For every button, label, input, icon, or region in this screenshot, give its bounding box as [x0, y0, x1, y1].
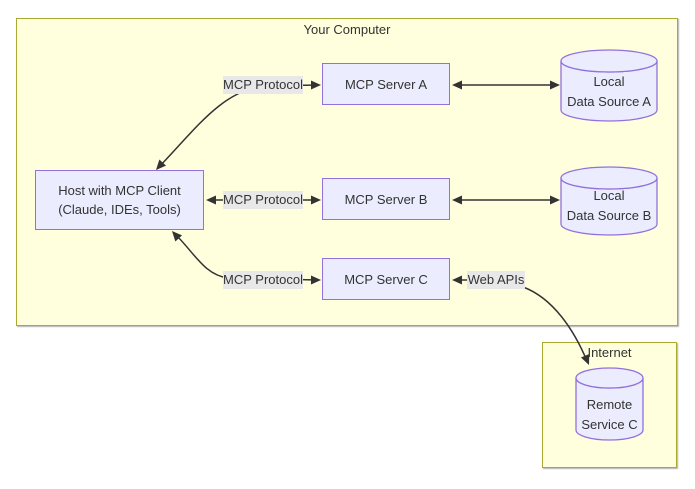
- edge-label-mcp-protocol-a: MCP Protocol: [223, 76, 303, 94]
- node-remote-service-c-line1: Remote: [586, 397, 633, 412]
- node-data-source-a-label: Local Data Source A: [561, 72, 657, 112]
- node-host-line2: (Claude, IDEs, Tools): [58, 202, 181, 217]
- node-server-c-label: MCP Server C: [344, 271, 428, 287]
- node-remote-service-c-line2: Service C: [581, 417, 638, 432]
- node-server-a: MCP Server A: [322, 63, 450, 105]
- edge-label-mcp-protocol-b: MCP Protocol: [223, 191, 303, 209]
- node-host: Host with MCP Client (Claude, IDEs, Tool…: [35, 170, 204, 230]
- node-server-c: MCP Server C: [322, 258, 450, 300]
- node-server-b: MCP Server B: [322, 178, 450, 220]
- edge-label-web-apis: Web APIs: [467, 271, 525, 289]
- edge-label-mcp-protocol-c: MCP Protocol: [223, 271, 303, 289]
- node-server-a-label: MCP Server A: [344, 76, 428, 92]
- node-data-source-b-line1: Local: [593, 188, 625, 203]
- node-data-source-a-line1: Local: [593, 74, 625, 89]
- cluster-title-internet: Internet: [587, 345, 632, 360]
- node-host-line1: Host with MCP Client: [58, 183, 181, 198]
- cluster-title-your-computer: Your Computer: [303, 22, 391, 37]
- node-server-b-label: MCP Server B: [344, 191, 428, 207]
- node-data-source-b-line2: Data Source B: [566, 208, 652, 223]
- node-remote-service-c-label: Remote Service C: [567, 395, 652, 435]
- node-data-source-a-line2: Data Source A: [567, 94, 651, 109]
- node-data-source-b-label: Local Data Source B: [561, 186, 657, 226]
